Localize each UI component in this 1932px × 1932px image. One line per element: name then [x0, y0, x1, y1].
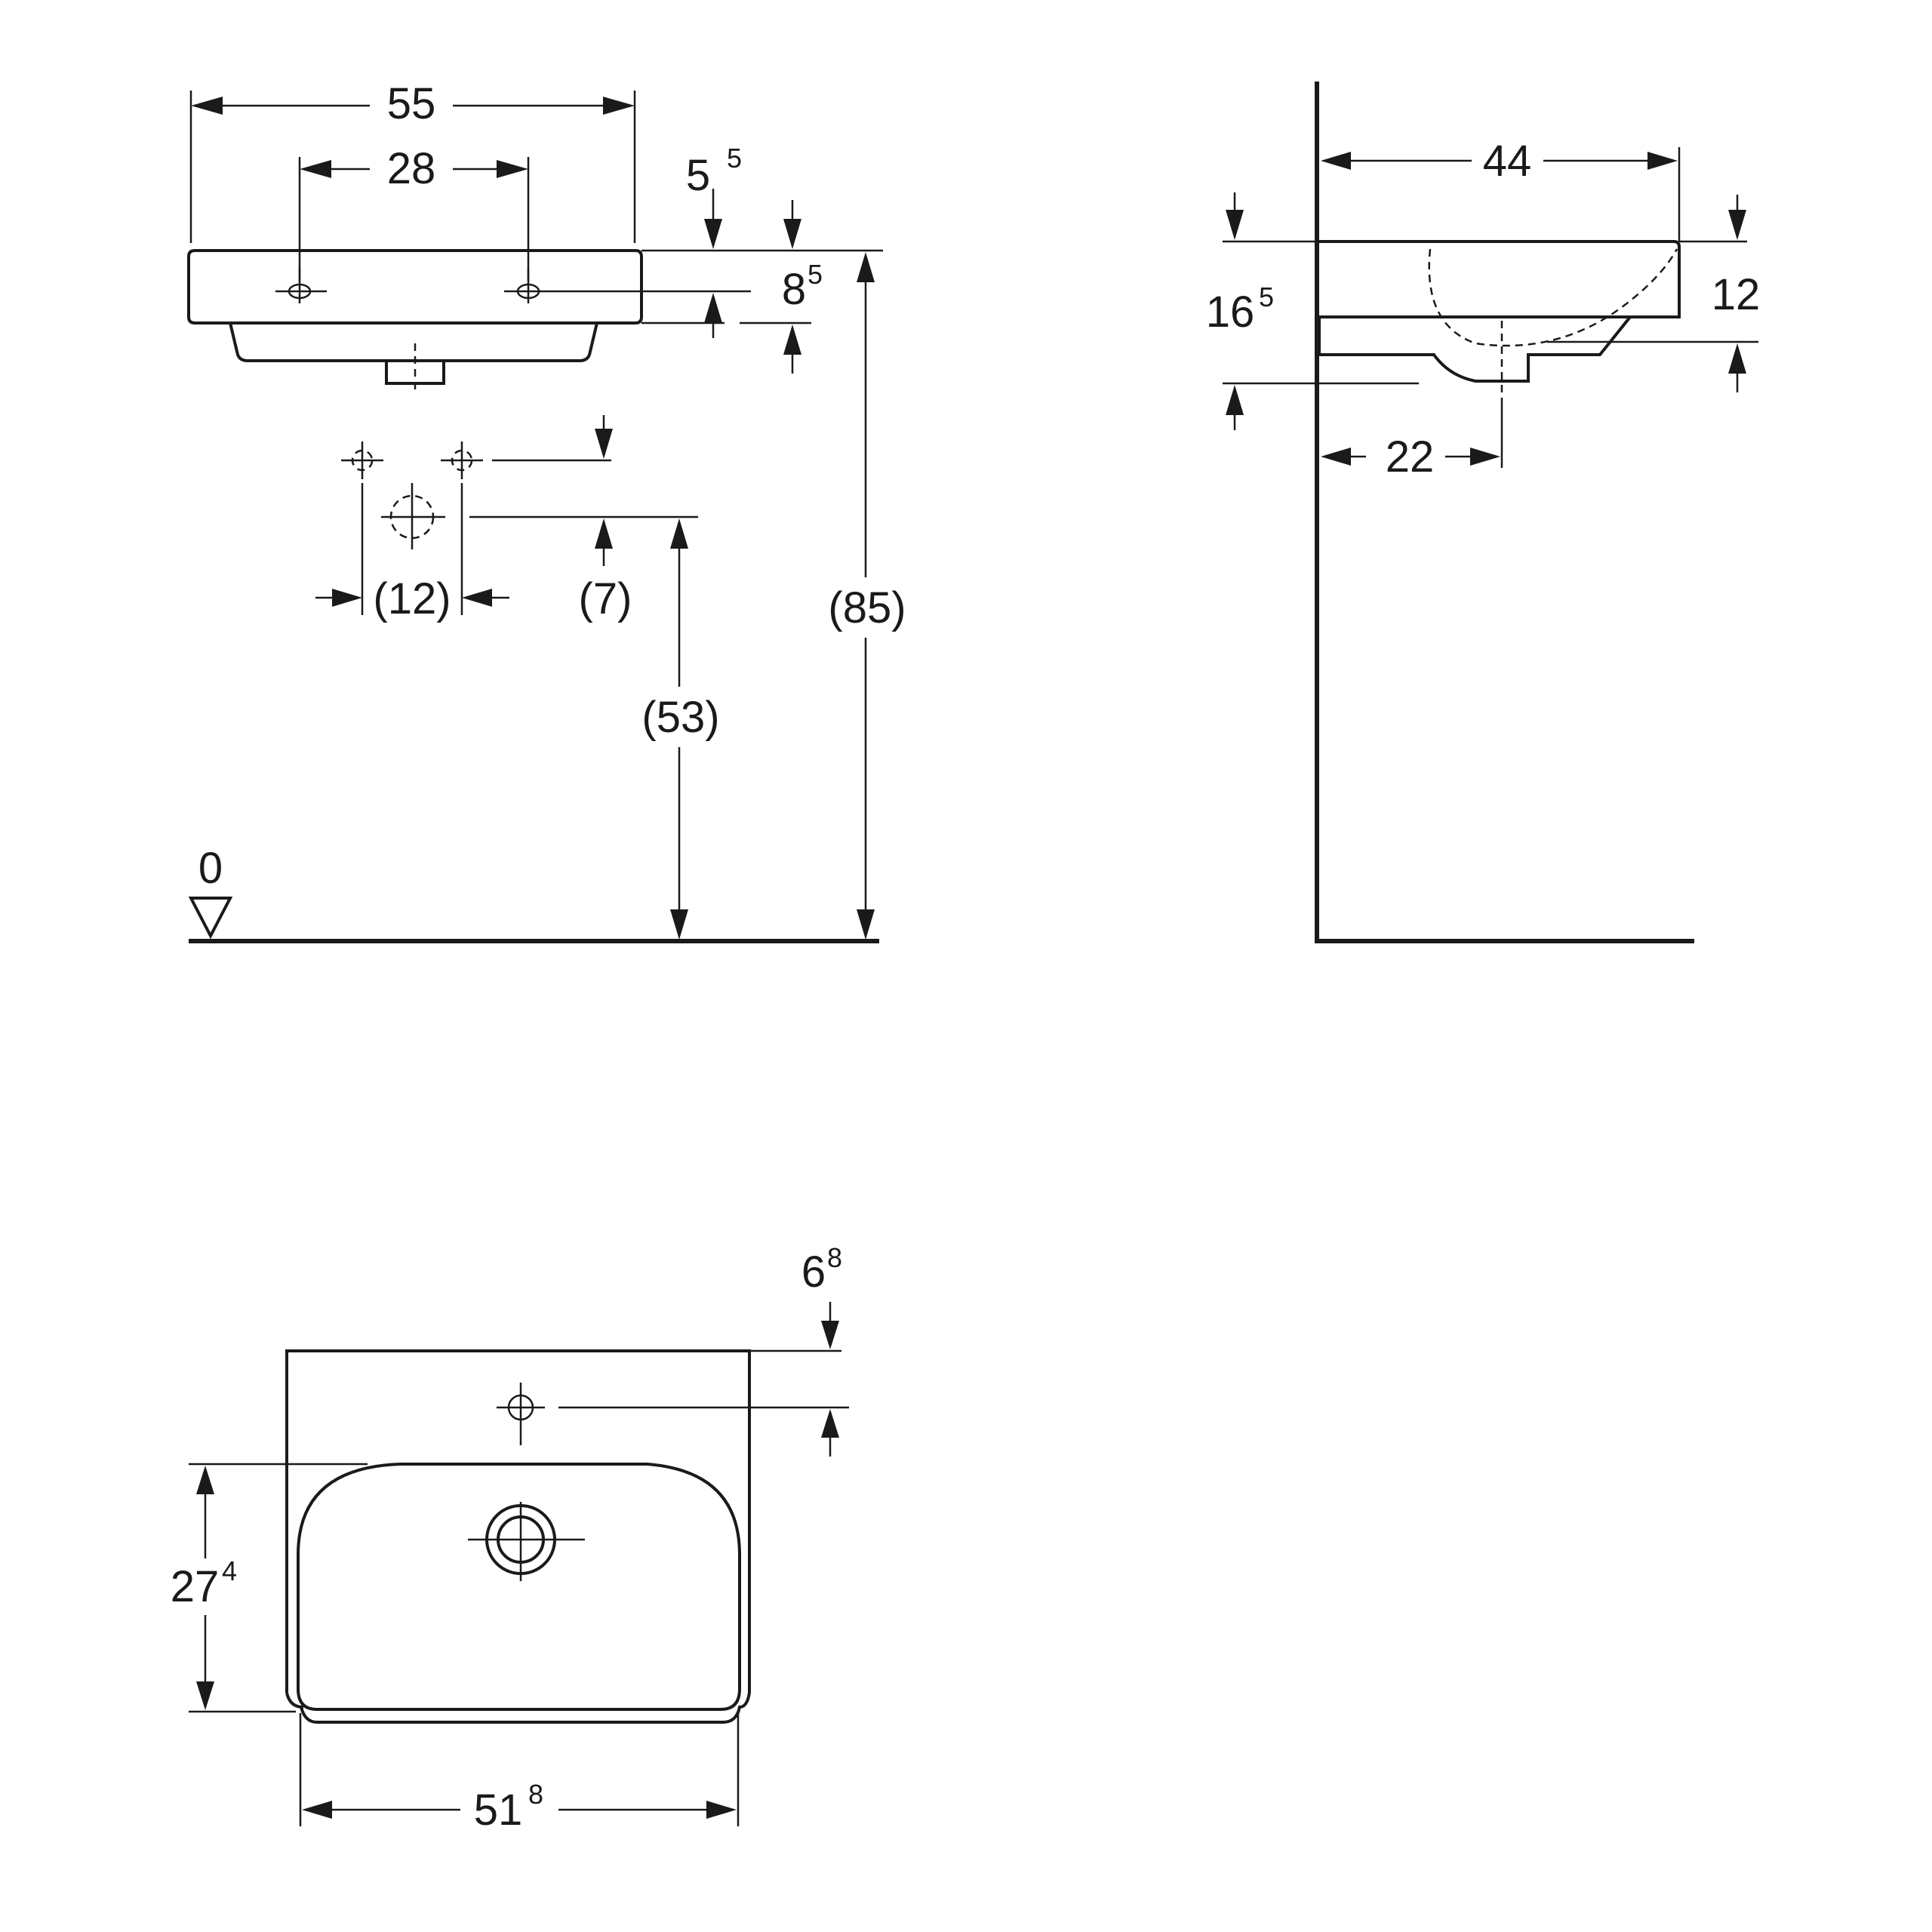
dim-waste-offset: 22: [1386, 432, 1435, 481]
front-basin-outline: [187, 249, 643, 325]
arrow-85-up: [857, 252, 875, 282]
arrow-12-up: [1728, 343, 1746, 374]
dim-rim-offset: 5: [686, 151, 710, 200]
dim-waste-height: (53): [641, 693, 719, 742]
dim-bowl-width-sup: 8: [528, 1779, 543, 1810]
dim-bowl-depth-sup: 4: [222, 1555, 237, 1586]
arrow-22-right: [1470, 448, 1500, 466]
arrow-85-down: [857, 909, 875, 940]
dim-supply-offset: (7): [579, 574, 632, 623]
arrow-12-left: [332, 589, 362, 607]
dim-tap-hole-spacing: 28: [387, 144, 436, 193]
arrow-28-left: [300, 160, 331, 178]
dim-bowl-depth: 27: [171, 1562, 220, 1611]
side-basin-underside: [1318, 315, 1632, 383]
arrow-12-down: [1728, 210, 1746, 240]
front-basin-underside: [229, 322, 598, 362]
dim-bowl-height: 12: [1712, 270, 1761, 319]
arrow-518-left: [302, 1801, 332, 1819]
top-drain: [468, 1502, 585, 1581]
arrow-53-down: [670, 909, 688, 940]
arrow-165-down: [1226, 210, 1244, 240]
arrow-22-left: [1321, 448, 1351, 466]
arrow-7-down: [595, 429, 613, 459]
front-view: 55 28 5 5 8 5: [187, 79, 906, 943]
top-basin-outline: [285, 1349, 751, 1693]
arrow-44-left: [1321, 152, 1351, 170]
dim-rim-height-floor: (85): [828, 583, 906, 632]
side-view: 44 16 5 12 22: [1206, 82, 1761, 943]
arrow-7-up: [595, 518, 613, 549]
dim-rim-height-sup: 5: [808, 259, 823, 290]
front-tap-hole-right: [504, 269, 555, 303]
dim-bowl-width: 51: [474, 1786, 523, 1835]
top-tap-hole: [497, 1383, 545, 1445]
dim-rim-height: 8: [782, 265, 806, 314]
arrow-274-down: [196, 1681, 214, 1710]
arrow-55-rim-up: [704, 293, 722, 323]
top-bowl-outline: [297, 1463, 741, 1711]
front-tap-hole-left: [275, 269, 327, 303]
dim-drop-height: 16: [1206, 288, 1255, 337]
side-basin-outline: [1319, 240, 1681, 318]
dim-width-overall: 55: [387, 79, 436, 128]
dim-rim-offset-sup: 5: [727, 143, 742, 174]
floor-level-label: 0: [198, 844, 223, 893]
arrow-55-rim-down: [704, 219, 722, 249]
supply-right-symbol: [441, 441, 483, 479]
arrow-85-rim-up: [783, 325, 801, 355]
arrow-28-right: [497, 160, 528, 178]
arrow-165-up: [1226, 385, 1244, 415]
arrow-55-right: [603, 97, 635, 115]
arrow-85-rim-down: [783, 219, 801, 249]
top-view: 6 8 27 4 51 8: [171, 1242, 849, 1835]
dim-tap-hole-offset-sup: 8: [827, 1242, 842, 1273]
arrow-518-right: [706, 1801, 737, 1819]
dim-depth: 44: [1483, 137, 1532, 186]
arrow-68-up: [821, 1409, 839, 1438]
supply-left-symbol: [341, 441, 383, 479]
arrow-12-right: [462, 589, 492, 607]
arrow-44-right: [1647, 152, 1678, 170]
arrow-68-down: [821, 1321, 839, 1349]
floor-level-symbol: [188, 897, 233, 940]
top-front-edge: [285, 1692, 751, 1724]
dim-drop-height-sup: 5: [1259, 281, 1274, 312]
waste-connection-symbol: [381, 483, 445, 549]
arrow-55-left: [191, 97, 223, 115]
arrow-53-up: [670, 518, 688, 549]
dim-tap-hole-offset: 6: [801, 1247, 826, 1297]
side-bowl-hidden: [1428, 248, 1678, 347]
arrow-274-up: [196, 1466, 214, 1494]
dim-supply-spacing: (12): [373, 574, 451, 623]
